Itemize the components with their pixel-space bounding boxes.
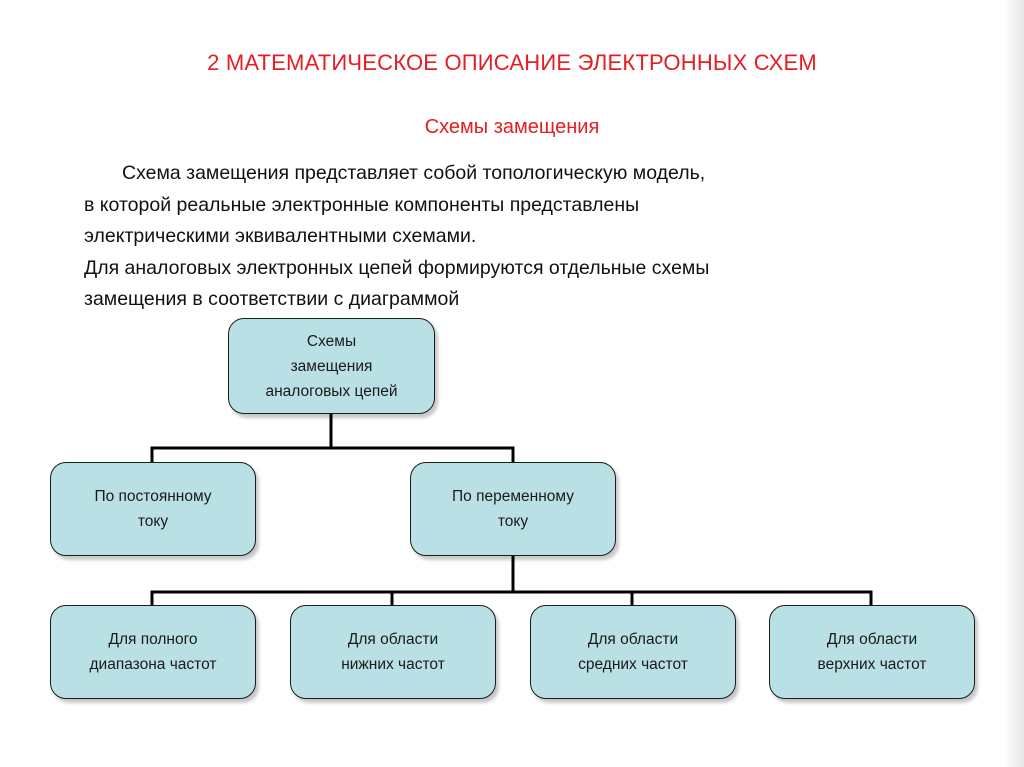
node-mid-frequency: Для области средних частот [530,605,736,699]
slide-subtitle: Схемы замещения [424,116,600,138]
node-dc: По постоянному току [50,462,256,556]
slide-title: 2 МАТЕМАТИЧЕСКОЕ ОПИСАНИЕ ЭЛЕКТРОННЫХ СХ… [207,50,817,75]
node-low-frequency: Для области нижних частот [290,605,496,699]
slide-edge-shadow [1004,0,1024,767]
intro-paragraph: Схема замещения представляет собой топол… [84,158,984,316]
paragraph-line: замещения в соответствии с диаграммой [84,288,460,310]
paragraph-line: Схема замещения представляет собой топол… [122,162,706,184]
paragraph-line: в которой реальные электронные компонент… [84,193,640,216]
node-full-frequency-range: Для полного диапазона частот [50,605,256,699]
node-high-frequency: Для области верхних частот [769,605,975,699]
paragraph-line: электрическими эквивалентными схемами. [84,225,477,247]
node-root-equivalent-circuits: Схемы замещения аналоговых цепей [228,318,435,414]
paragraph-line: Для аналоговых электронных цепей формиру… [84,256,710,279]
node-ac: По переменному току [410,462,616,556]
